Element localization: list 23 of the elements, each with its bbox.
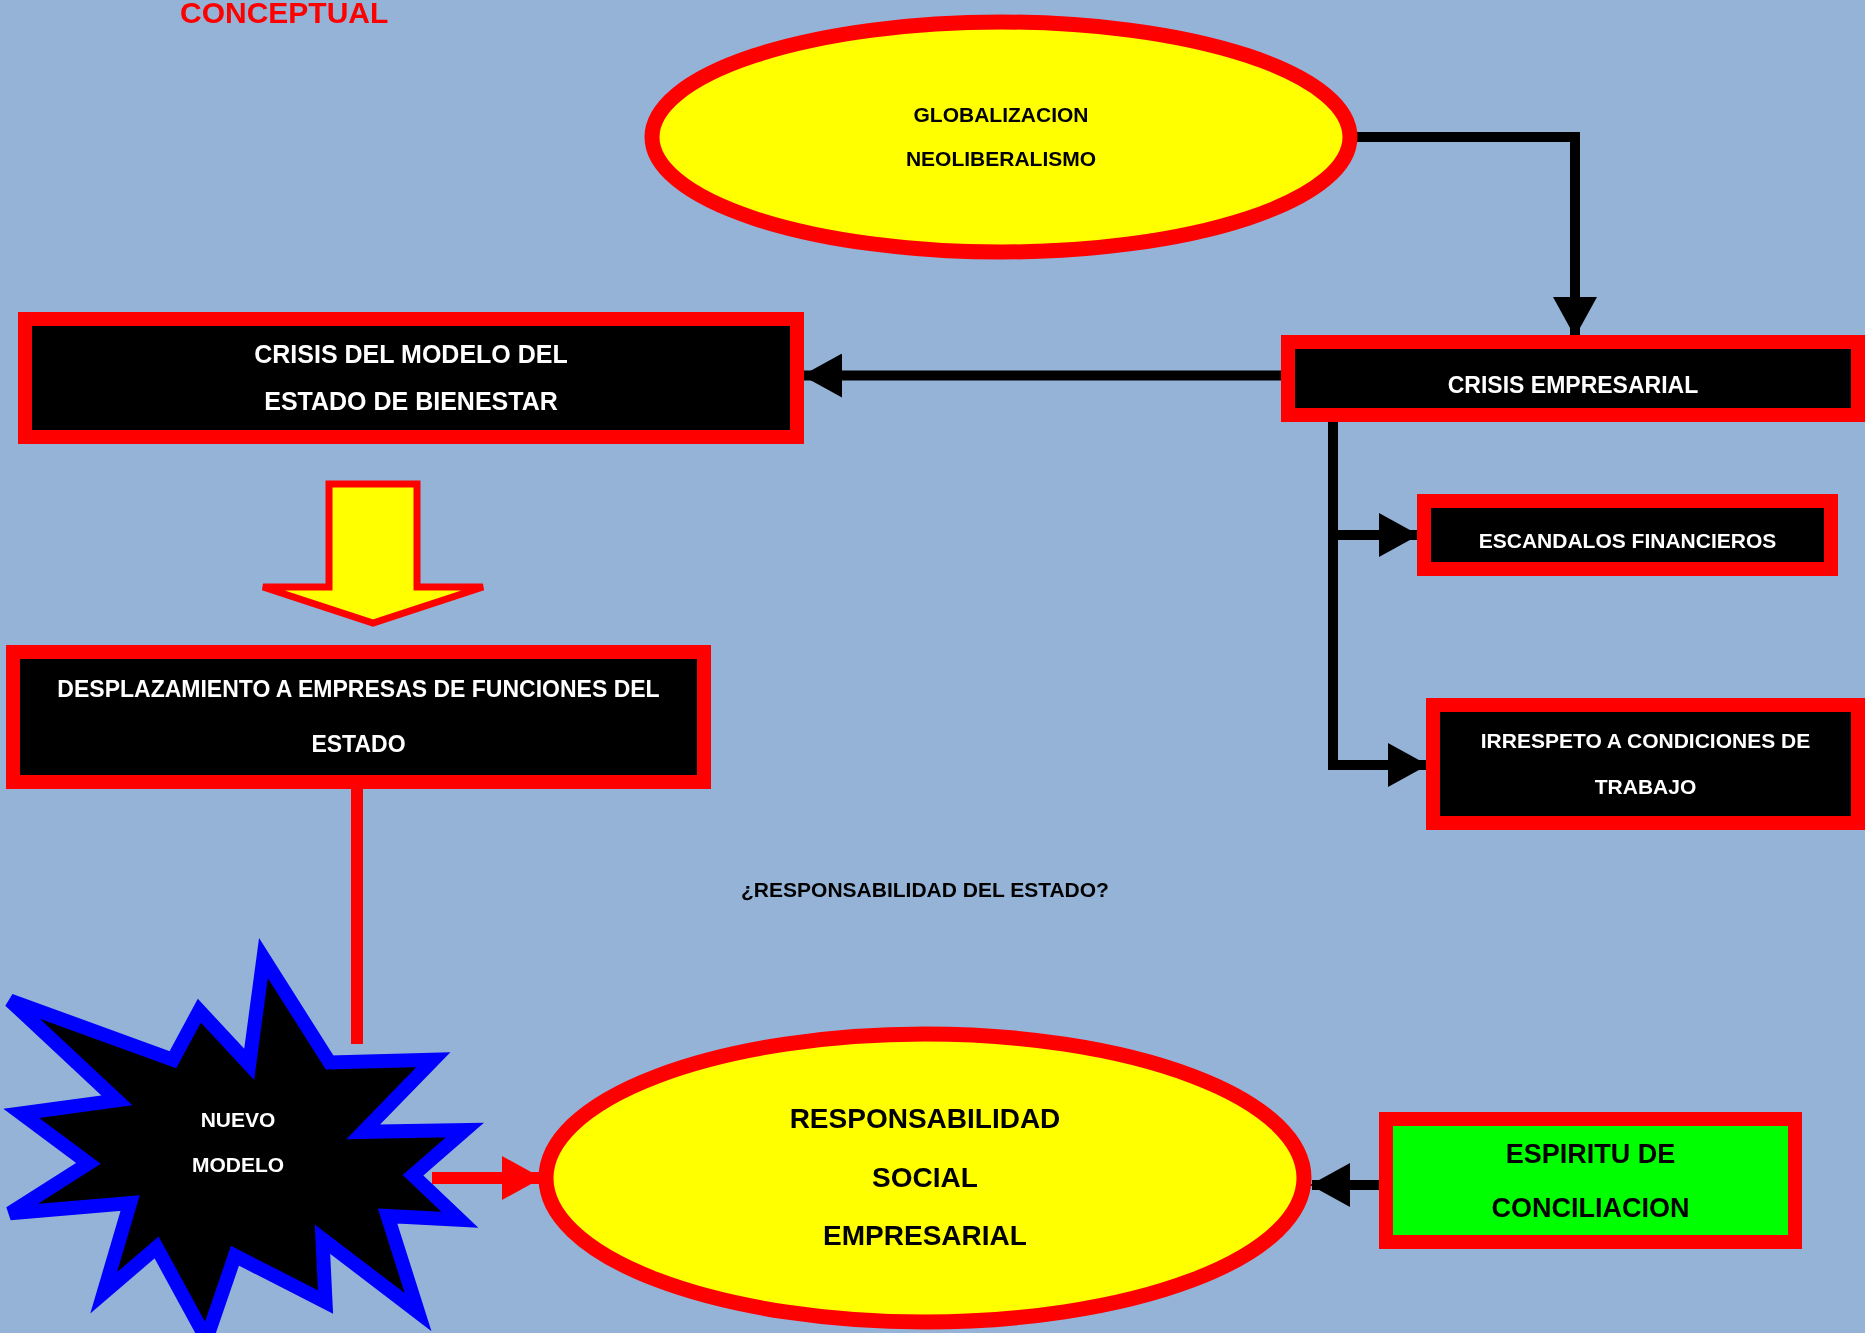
node-text: CRISIS EMPRESARIAL (1447, 371, 1699, 400)
process-box (1426, 698, 1865, 830)
connector-line (351, 789, 363, 1044)
node-text: ESPIRITU DE CONCILIACION (1490, 1137, 1691, 1225)
process-box (1417, 494, 1838, 576)
process-box (1379, 1112, 1802, 1249)
process-box (6, 645, 711, 789)
arrow (1354, 132, 1597, 337)
node-text: NUEVO MODELO (190, 1107, 286, 1178)
node-text: ESCANDALOS FINANCIEROS (1478, 528, 1777, 554)
node-text: DESPLAZAMIENTO A EMPRESAS DE FUNCIONES DEL ESTADO (56, 674, 661, 759)
label-text: ¿RESPONSABILIDAD DEL ESTADO? (740, 878, 1110, 902)
arrow (432, 1156, 542, 1200)
node-text: GLOBALIZACION (913, 101, 1089, 128)
process-box (1281, 335, 1865, 422)
title-text: CONCEPTUAL (180, 0, 389, 29)
process-box (18, 312, 804, 444)
block-arrow (259, 480, 487, 627)
node-text: CRISIS DEL MODELO DEL ESTADO DE BIENESTAR (253, 338, 569, 417)
node-text: NEOLIBERALISMO (905, 146, 1097, 172)
arrow (1310, 1163, 1379, 1207)
node-text: RESPONSABILIDAD SOCIAL EMPRESARIAL (788, 1101, 1062, 1254)
node-text: IRRESPETO A CONDICIONES DE TRABAJO (1479, 727, 1812, 800)
